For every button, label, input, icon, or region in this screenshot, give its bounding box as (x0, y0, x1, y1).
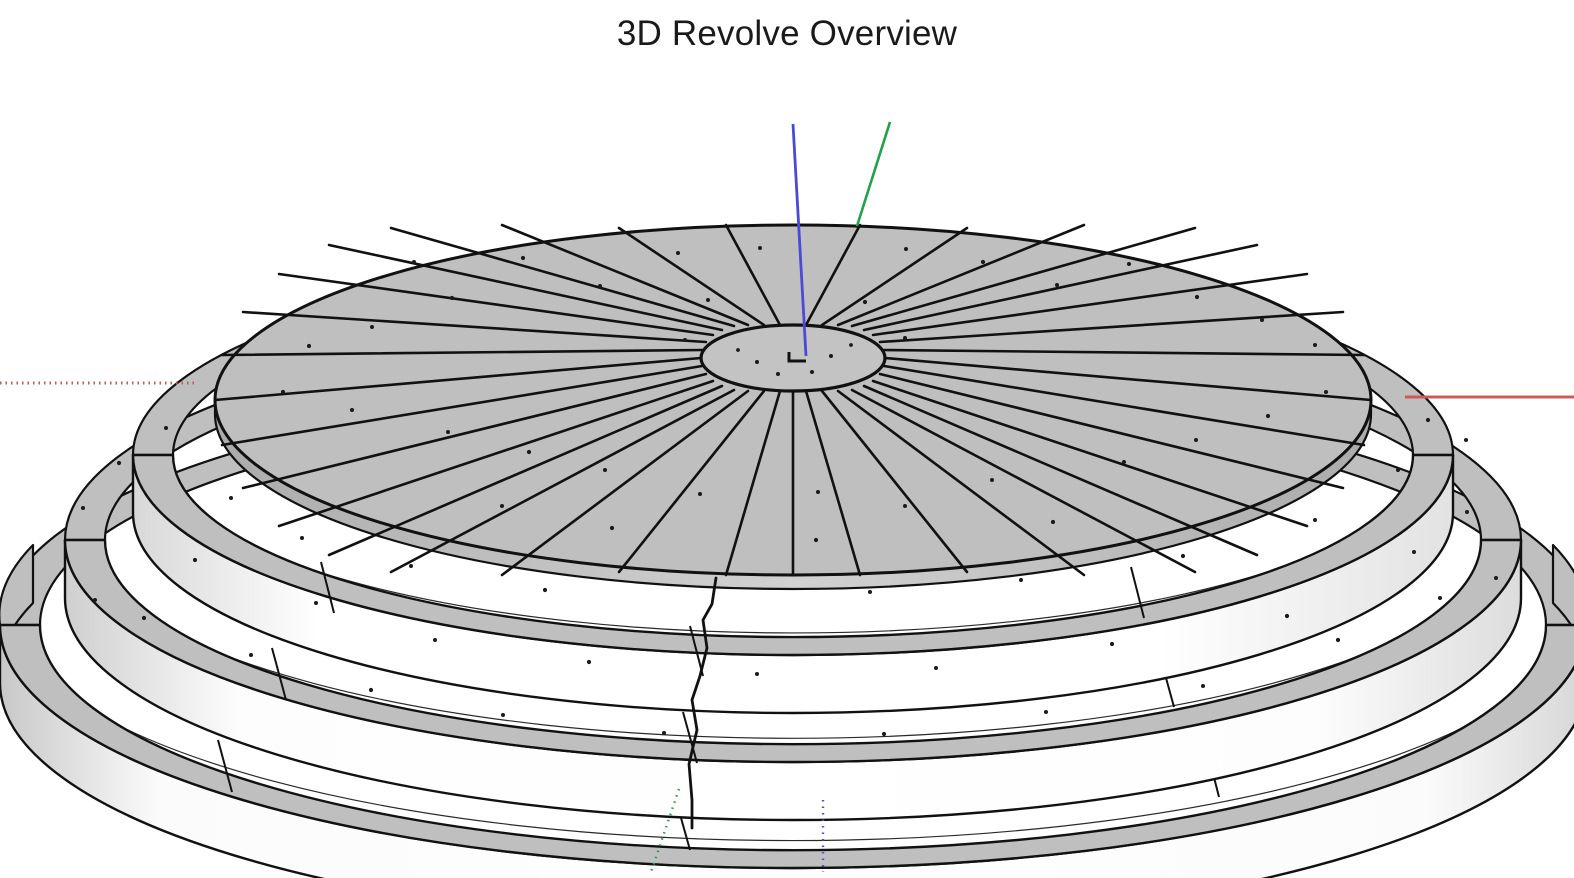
step1-tread (131, 453, 1455, 657)
front-vertical-seam (687, 576, 718, 830)
step3-wall-right (1551, 543, 1574, 633)
step-1 (131, 453, 1455, 715)
step3-tread (0, 623, 1574, 870)
hub-origin-marker (787, 352, 806, 363)
top-disc-segments (213, 223, 1373, 577)
top-disc (213, 223, 1373, 591)
sketchy-speckles (81, 246, 1498, 737)
page-title-text: 3D Revolve Overview (616, 14, 958, 53)
hub-cylinder-top (699, 323, 887, 393)
step3-lip (7, 631, 1574, 842)
step2-tread (63, 538, 1523, 764)
page-title: 3D Revolve Overview (0, 13, 1574, 55)
y-axis-negative (649, 788, 681, 873)
step-3 (0, 623, 1574, 878)
model-axes (0, 121, 1574, 873)
y-axis-positive (855, 121, 892, 227)
step-2 (63, 538, 1523, 822)
z-axis-positive (791, 123, 808, 357)
